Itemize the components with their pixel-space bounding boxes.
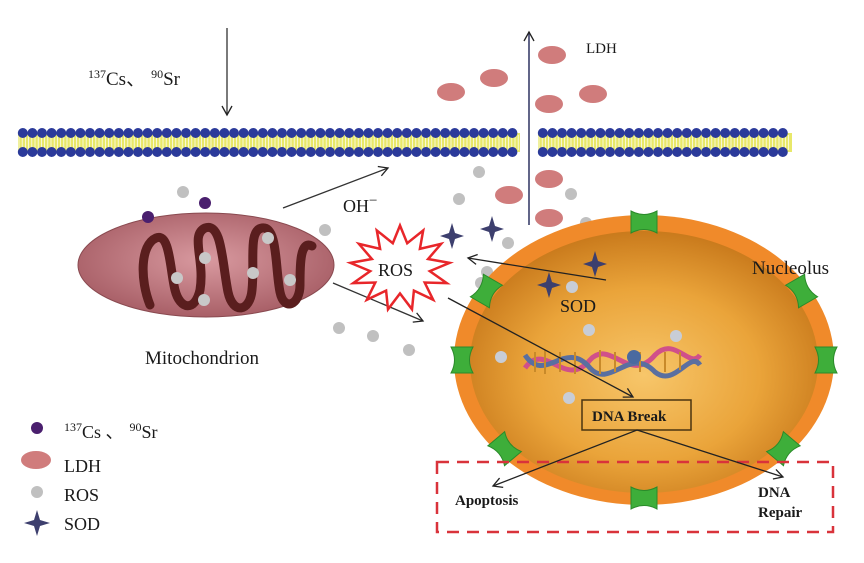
entry-label: 137Cs、90Sr (88, 67, 181, 90)
legend-item-sod: SOD (64, 514, 100, 534)
legend-item-ldh: LDH (64, 456, 101, 476)
oh-arrow (282, 165, 390, 209)
ldh-molecule (437, 83, 465, 101)
sod-enzyme (480, 216, 504, 242)
sod-enzyme (440, 223, 464, 249)
mitochondrion-label: Mitochondrion (145, 348, 259, 369)
purple-dot-icon (31, 422, 43, 434)
nuclear-pore (469, 273, 504, 309)
dna-break-label: DNA Break (592, 409, 667, 425)
ros-particle (367, 330, 379, 342)
legend: 137Cs 、90Sr LDH ROS SOD (21, 420, 158, 536)
ldh-label: LDH (586, 41, 617, 57)
mitochondrion (77, 212, 335, 318)
nuclear-pore (630, 486, 658, 510)
cs-sr-particle (199, 197, 211, 209)
to-dna-repair-arrow (636, 429, 785, 480)
nuclear-pore (486, 430, 523, 467)
ldh-molecule (480, 69, 508, 87)
nuclear-pore (814, 346, 838, 374)
cell-membrane-left (17, 128, 520, 157)
sod-to-ros-arrow (466, 253, 607, 281)
apoptosis-label: Apoptosis (455, 493, 519, 509)
ldh-molecule (495, 186, 523, 204)
dna-repair-label: DNA (758, 485, 791, 501)
outcome-dashed-box (435, 460, 835, 534)
ros-particle (177, 186, 189, 198)
pink-ellipse-icon (21, 451, 51, 469)
oh-label: OH− (343, 193, 377, 216)
cs-sr-particle (142, 211, 154, 223)
mitochondrion-cristae (138, 223, 317, 313)
nuclear-pore (765, 430, 802, 467)
ros-particle (453, 193, 465, 205)
ldh-molecule (579, 85, 607, 103)
ldh-molecule (538, 46, 566, 64)
nuclear-pore (450, 346, 474, 374)
ros-particle (319, 224, 331, 236)
ldh-molecules (437, 46, 607, 227)
dna-repair-label-line2: Repair (758, 505, 803, 521)
gray-dot-icon (31, 486, 43, 498)
ros-particle (333, 322, 345, 334)
legend-item-ros: ROS (64, 485, 99, 505)
ldh-molecule (535, 170, 563, 188)
nuclear-pore (630, 210, 658, 234)
ldh-molecule (535, 209, 563, 227)
sod-label: SOD (560, 296, 596, 316)
ros-particle (565, 188, 577, 200)
sod-enzyme (583, 251, 607, 277)
ros-particles (177, 166, 592, 356)
ros-particle (403, 344, 415, 356)
nucleolus-label: Nucleolus (752, 258, 829, 279)
cell-membrane-right (537, 128, 792, 157)
mitochondrion-to-nucleus-arrow (332, 282, 425, 323)
sod-enzyme (537, 272, 561, 298)
legend-item-cs-sr: 137Cs 、90Sr (64, 420, 158, 442)
nucleus (450, 210, 838, 510)
sod-enzymes (440, 216, 607, 298)
ros-burst-label: ROS (378, 260, 413, 280)
ros-to-dna-break-arrow (447, 297, 635, 398)
to-apoptosis-arrow (491, 429, 638, 489)
ldh-molecule (535, 95, 563, 113)
ros-particle (502, 237, 514, 249)
nuclear-pore (784, 273, 819, 309)
cs-sr-particles (142, 197, 211, 223)
ros-burst: ROS (345, 222, 455, 313)
ros-particle (473, 166, 485, 178)
four-point-star-icon (24, 510, 50, 536)
nuclear-pores (450, 210, 838, 510)
dna-helix (522, 346, 703, 379)
